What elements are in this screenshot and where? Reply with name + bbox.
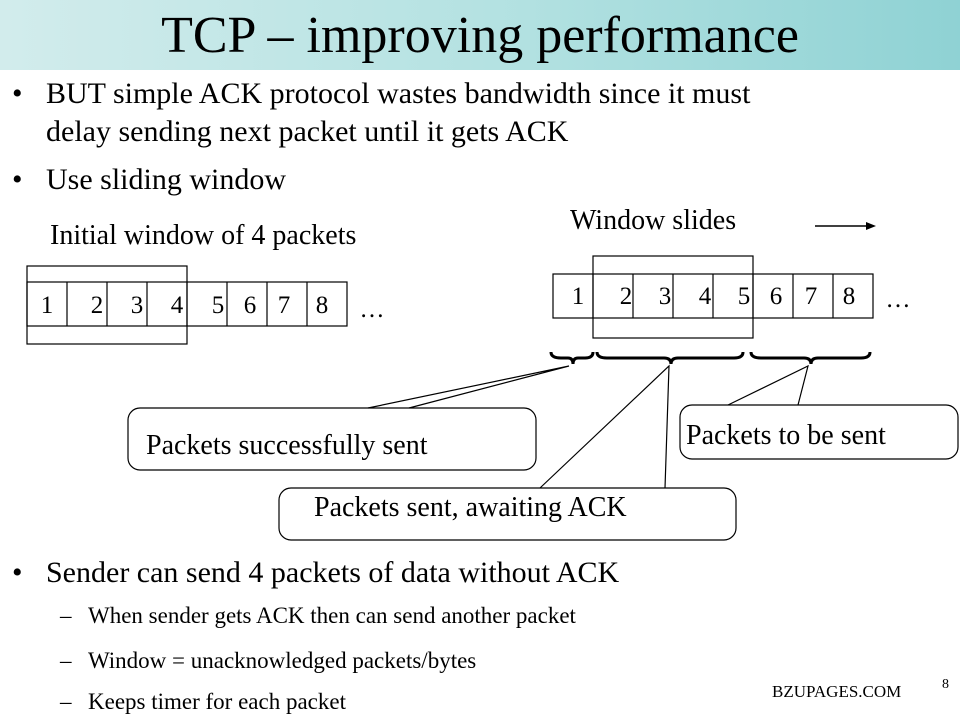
right-packet-4: 4 <box>698 283 712 310</box>
pointer-awaiting <box>539 364 670 489</box>
left-window-frame <box>26 265 188 345</box>
title-band <box>0 0 960 70</box>
sub-bullet-text: Window = unacknowledged packets/bytes <box>88 648 477 673</box>
sub-bullet-dash: – <box>60 689 72 714</box>
left-packet-7: 7 <box>277 292 291 319</box>
bullet-line: Sender can send 4 packets of data withou… <box>46 556 620 589</box>
right-packet-1: 1 <box>571 283 585 310</box>
initial-window-caption: Initial window of 4 packets <box>50 220 357 251</box>
left-packet-8: 8 <box>315 292 329 319</box>
left-packet-2: 2 <box>90 292 104 319</box>
bullet-line: BUT simple ACK protocol wastes bandwidth… <box>46 77 751 110</box>
brace-to-send <box>749 351 872 365</box>
left-packet-3: 3 <box>130 292 144 319</box>
bullet-line: Use sliding window <box>46 163 286 196</box>
footer-site: BZUPAGES.COM <box>772 682 902 701</box>
right-packet-5: 5 <box>737 283 751 310</box>
right-window-frame <box>592 255 754 339</box>
right-packet-3: 3 <box>658 283 672 310</box>
right-ellipsis: … <box>885 286 911 313</box>
page-number: 8 <box>942 677 949 692</box>
right-packet-8: 8 <box>842 283 856 310</box>
callout-sent-label: Packets successfully sent <box>146 430 428 461</box>
right-packet-6: 6 <box>769 283 783 310</box>
bullet-dot: • <box>12 163 23 196</box>
bullet-dot: • <box>12 556 23 589</box>
right-packet-7: 7 <box>804 283 818 310</box>
slide-title: TCP – improving performance <box>161 7 799 64</box>
sub-bullet-dash: – <box>60 603 72 628</box>
sub-bullet-dash: – <box>60 648 72 673</box>
brace-sent <box>549 351 595 365</box>
left-ellipsis: … <box>359 296 385 323</box>
left-packet-4: 4 <box>170 292 184 319</box>
callout-awaiting-label: Packets sent, awaiting ACK <box>314 492 627 523</box>
left-packet-6: 6 <box>243 292 257 319</box>
pointer-to-send <box>727 364 809 406</box>
sub-bullet-text: When sender gets ACK then can send anoth… <box>88 603 576 628</box>
right-packet-2: 2 <box>619 283 633 310</box>
callout-sent-box <box>127 407 537 471</box>
callout-to-send-label: Packets to be sent <box>686 420 886 451</box>
sub-bullet-text: Keeps timer for each packet <box>88 689 346 714</box>
callout-to-send-box <box>679 404 959 460</box>
bullet-dot: • <box>12 77 23 110</box>
pointer-sent <box>367 365 570 409</box>
left-packet-1: 1 <box>40 292 54 319</box>
brace-awaiting <box>595 351 745 365</box>
left-packet-5: 5 <box>211 292 225 319</box>
window-slides-caption: Window slides <box>570 205 737 236</box>
bullet-line: delay sending next packet until it gets … <box>46 115 569 148</box>
callout-awaiting-box <box>278 487 737 541</box>
